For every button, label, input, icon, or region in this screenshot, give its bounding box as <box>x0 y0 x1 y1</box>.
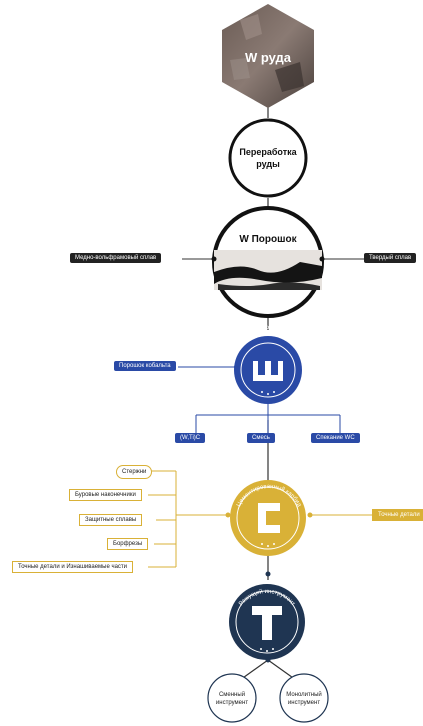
wc-powder-glyph-icon <box>253 361 283 381</box>
cutting-tool-node: Режущий инструмент <box>229 571 305 663</box>
carbide-drill-bits-label: Буровые наконечники <box>69 489 142 501</box>
connector-gold-lines <box>148 470 374 568</box>
output-solid-line-1: Монолитный <box>286 691 322 698</box>
wc-powder-node: WC Порошок <box>234 325 302 404</box>
w-ore-label: W руда <box>245 50 292 65</box>
output-replaceable-line-1: Сменный <box>219 691 245 698</box>
svg-text:WC Порошок: WC Порошок <box>249 325 288 337</box>
carbide-precision-parts-label: Точные детали <box>372 509 423 521</box>
ore-processing-label-1: Переработка <box>239 147 297 157</box>
connector-blue-lines <box>178 366 341 433</box>
ore-processing-node: Переработка руды <box>228 118 308 198</box>
carbide-rods-label: Стержни <box>116 465 153 479</box>
output-replaceable-line-2: инструмент <box>216 700 248 706</box>
ore-processing-label-2: руды <box>256 159 280 169</box>
hard-alloy-label: Твердый сплав <box>364 253 417 263</box>
w-powder-node: W Порошок <box>211 206 325 318</box>
carbide-wear-alloys-label: Защитные сплавы <box>79 514 143 526</box>
branch-sintering-label: Спекание WC <box>311 433 360 443</box>
branch-mix-label: Смесь <box>247 433 275 443</box>
carbide-glyph-icon <box>258 503 280 533</box>
cemented-carbide-node: Цементированный карбид <box>225 480 313 556</box>
carbide-precision-wear-parts-label: Точные детали и Изнашиваемые части <box>12 561 134 573</box>
output-solid-tool: Монолитный инструмент <box>279 673 329 723</box>
output-replaceable-tool: Сменный инструмент <box>207 673 257 723</box>
cutting-tool-glyph-icon <box>252 606 282 640</box>
copper-tungsten-alloy-label: Медно-вольфрамовый сплав <box>70 253 162 263</box>
wc-powder-arc-label: WC Порошок <box>249 325 288 337</box>
cobalt-powder-label: Порошок кобальта <box>114 361 176 371</box>
branch-wtic-label: (W,Ti)C <box>175 433 206 443</box>
w-powder-title: W Порошок <box>239 234 297 245</box>
output-solid-line-2: инструмент <box>288 700 320 706</box>
w-ore-hexagon: W руда <box>222 4 314 108</box>
carbide-burrs-label: Борфрезы <box>107 538 149 550</box>
